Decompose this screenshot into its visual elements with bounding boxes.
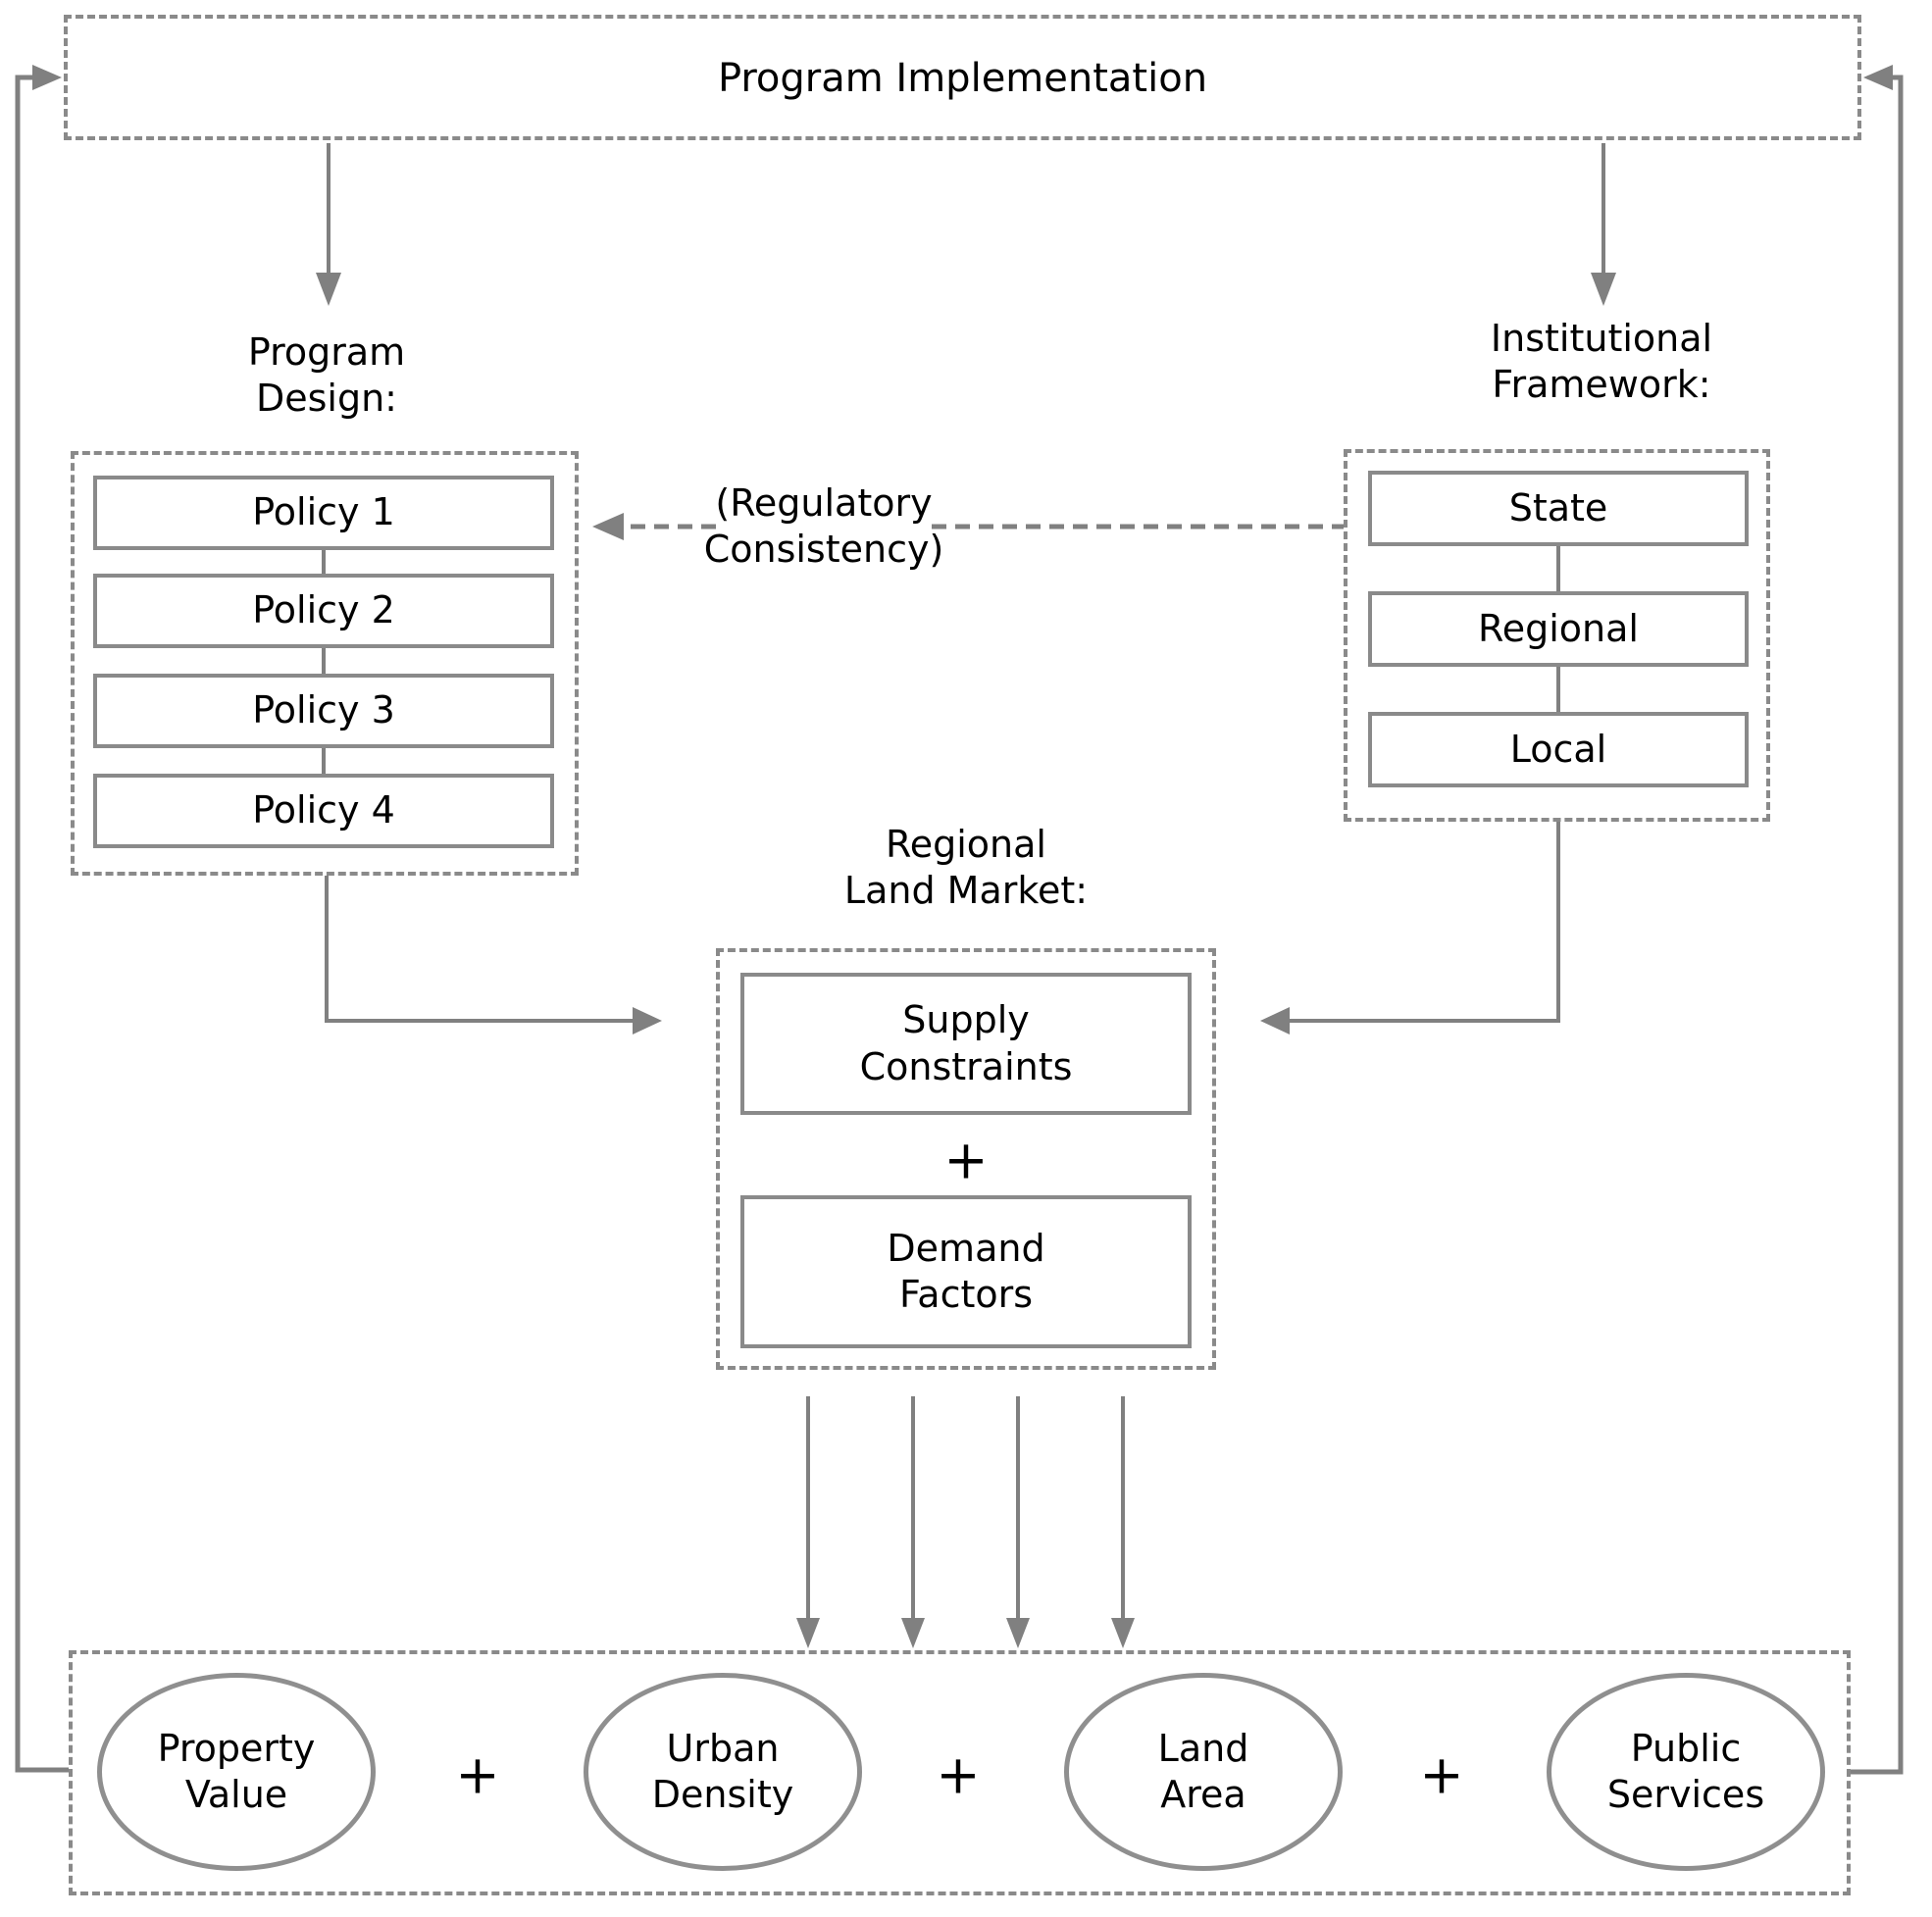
regional-land-market-label: Regional Land Market: xyxy=(843,823,1089,913)
outcomes-plus-sign: + xyxy=(455,1743,500,1806)
outcome-ellipse-land-area: Land Area xyxy=(1064,1673,1343,1871)
outcomes-plus-sign: + xyxy=(936,1743,981,1806)
arrowhead-outcome xyxy=(796,1618,820,1648)
outcome-ellipse-property-value: Property Value xyxy=(97,1673,376,1871)
policy-box: Policy 3 xyxy=(93,674,554,748)
arrowhead-into-supply-left xyxy=(633,1007,662,1034)
framework-to-market-line xyxy=(1290,822,1560,1023)
outcomes-plus-sign: + xyxy=(1419,1743,1464,1806)
institutional-framework-container xyxy=(1344,449,1770,822)
feedback-line-left xyxy=(15,75,69,1773)
program-design-container xyxy=(71,451,579,876)
arrowhead-outcome xyxy=(901,1618,925,1648)
outcome-ellipse-urban-density: Urban Density xyxy=(584,1673,862,1871)
arrowhead-into-implementation-left xyxy=(32,65,62,90)
arrowhead-into-implementation-right xyxy=(1863,65,1893,90)
institutional-framework-label: Institutional Framework: xyxy=(1490,317,1713,407)
arrowhead-regulatory xyxy=(592,513,624,540)
land-market-container xyxy=(716,948,1216,1370)
feedback-line-right xyxy=(1851,75,1904,1775)
policy-box: Policy 2 xyxy=(93,574,554,648)
arrowhead-outcome xyxy=(1111,1618,1135,1648)
design-to-market-line xyxy=(325,876,633,1023)
policy-box: Policy 4 xyxy=(93,774,554,848)
arrowhead-into-supply-right xyxy=(1260,1007,1290,1034)
level-box: State xyxy=(1368,471,1749,546)
demand-factors-box: Demand Factors xyxy=(740,1195,1192,1348)
level-box: Regional xyxy=(1368,591,1749,667)
policy-box: Policy 1 xyxy=(93,476,554,550)
regulatory-consistency-note: (Regulatory Consistency) xyxy=(703,481,944,572)
arrowhead-program-design xyxy=(316,273,341,306)
outcome-ellipse-public-services: Public Services xyxy=(1547,1673,1825,1871)
level-box: Local xyxy=(1368,712,1749,787)
outcomes-container xyxy=(69,1650,1851,1895)
program-implementation-title: Program Implementation xyxy=(717,56,1208,101)
arrowhead-institutional-framework xyxy=(1591,273,1616,306)
supply-constraints-box: Supply Constraints xyxy=(740,973,1192,1115)
program-implementation-box: Program Implementation xyxy=(64,15,1861,140)
market-plus-sign: + xyxy=(943,1129,989,1191)
arrowhead-outcome xyxy=(1006,1618,1030,1648)
program-design-label: Program Design: xyxy=(247,330,406,421)
